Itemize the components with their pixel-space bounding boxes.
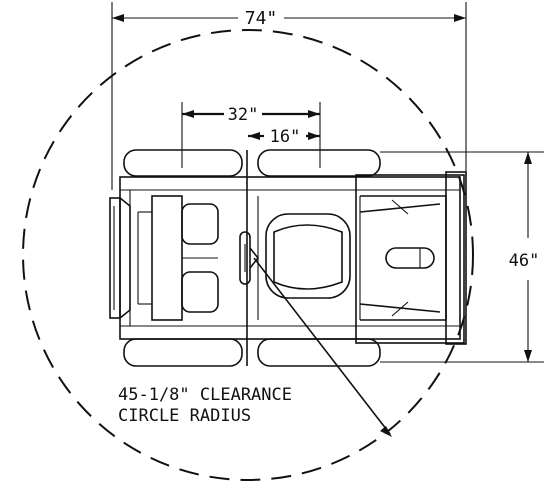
- dimension-16: 16": [248, 127, 320, 147]
- dimension-16-label: 16": [270, 127, 301, 147]
- chassis-frame: [119, 176, 461, 340]
- clearance-note-line1: 45-1/8" CLEARANCE: [118, 385, 292, 405]
- front-housing: [151, 195, 183, 321]
- steering-handle: [239, 231, 251, 285]
- front-pad-bottom: [181, 271, 219, 313]
- dimension-32-label: 32": [228, 105, 259, 125]
- dimension-32: 32": [181, 102, 321, 168]
- dimension-46-label: 46": [509, 251, 540, 271]
- wheel-front-top: [123, 149, 243, 177]
- wheel-rear-top: [257, 149, 381, 177]
- operator-seat-inner: [273, 224, 343, 290]
- front-pad-top: [181, 203, 219, 245]
- dimension-74: 74": [111, 2, 467, 190]
- wheel-front-bottom: [123, 338, 243, 367]
- radius-arrow: [253, 257, 392, 437]
- rear-tank: [385, 247, 435, 269]
- rear-bumper: [445, 171, 467, 345]
- clearance-circle: [22, 29, 474, 481]
- rear-compartment: [355, 174, 465, 344]
- clearance-note: 45-1/8" CLEARANCE CIRCLE RADIUS: [118, 385, 292, 426]
- dimension-74-label: 74": [245, 8, 278, 29]
- clearance-note-line2: CIRCLE RADIUS: [118, 406, 251, 426]
- operator-seat-outer: [265, 213, 351, 299]
- front-bumper: [109, 197, 121, 319]
- vehicle-body: [109, 150, 467, 366]
- dimension-46: 46": [380, 151, 544, 363]
